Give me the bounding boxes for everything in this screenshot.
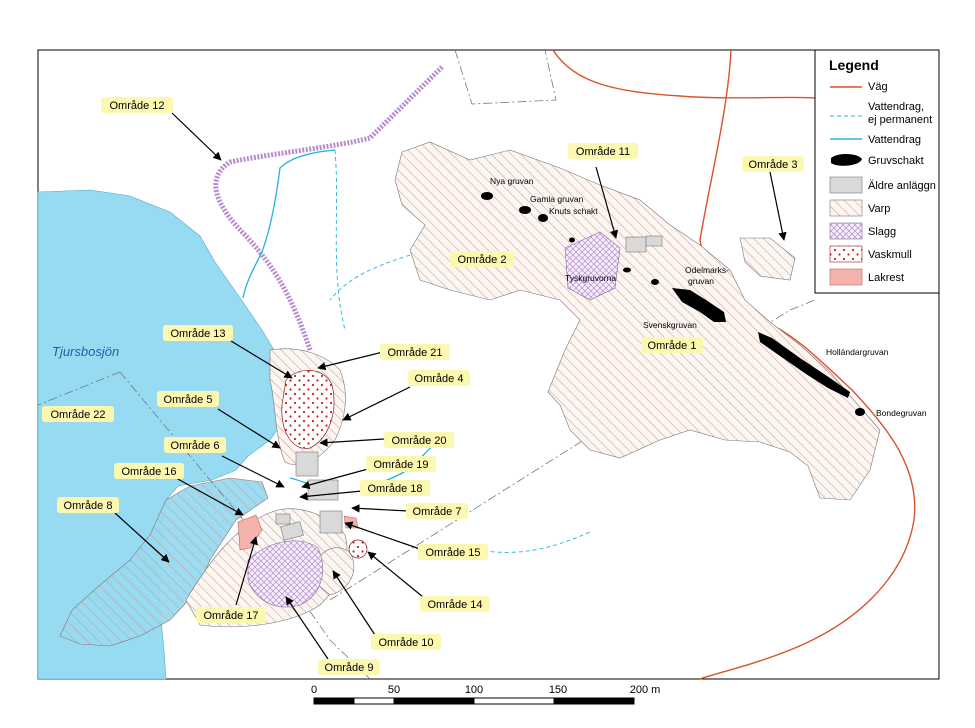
label-arrows xyxy=(114,112,787,660)
area-label-15: Område 15 xyxy=(418,544,488,560)
svg-text:Område 11: Område 11 xyxy=(576,146,630,158)
legend-label-intermittent-2: ej permanent xyxy=(868,114,932,126)
legend-title: Legend xyxy=(829,57,879,73)
area-label-19: Område 19 xyxy=(366,456,436,472)
svg-text:Område 9: Område 9 xyxy=(325,662,374,674)
area-label-14: Område 14 xyxy=(420,596,490,612)
scale-tick-50: 50 xyxy=(388,684,400,696)
area-label-16: Område 16 xyxy=(114,463,184,479)
mine-label-hollandar: Holländargruvan xyxy=(826,347,889,357)
area-label-21: Område 21 xyxy=(380,344,450,360)
svg-text:Område 7: Område 7 xyxy=(413,506,462,518)
area-labels: Område 12 Område 11 Område 3 Område 2 Om… xyxy=(42,97,804,675)
svg-text:Område 18: Område 18 xyxy=(367,483,422,495)
legend-label-leach: Lakrest xyxy=(868,272,904,284)
legend-swatch-old-facility xyxy=(829,176,863,194)
area-label-13: Område 13 xyxy=(163,325,233,341)
svg-text:Område 15: Område 15 xyxy=(425,547,480,559)
svg-text:Område 8: Område 8 xyxy=(64,500,113,512)
svg-text:Område 4: Område 4 xyxy=(415,373,464,385)
area-label-20: Område 20 xyxy=(384,432,454,448)
svg-text:Område 5: Område 5 xyxy=(164,394,213,406)
svg-text:Område 21: Område 21 xyxy=(387,347,442,359)
svg-text:Område 17: Område 17 xyxy=(203,610,258,622)
area-label-5: Område 5 xyxy=(157,391,219,407)
legend-swatch-slag xyxy=(829,222,863,240)
lake-label: Tjursbosjön xyxy=(52,344,119,359)
legend-label-varp: Varp xyxy=(868,203,890,215)
road-network xyxy=(552,49,916,680)
svg-text:Område 13: Område 13 xyxy=(170,328,225,340)
mine-label-odelmarks-1: Odelmarks- xyxy=(685,265,729,275)
mine-label-gamla: Gamla gruvan xyxy=(530,194,584,204)
svg-text:Område 16: Område 16 xyxy=(121,466,176,478)
mine-label-tysk: Tyskgruvorna xyxy=(565,273,616,283)
area-label-10: Område 10 xyxy=(371,634,441,650)
area-label-3: Område 3 xyxy=(742,156,804,172)
svg-text:Område 14: Område 14 xyxy=(427,599,482,611)
area-label-9: Område 9 xyxy=(318,659,380,675)
area-label-18: Område 18 xyxy=(360,480,430,496)
scale-tick-150: 150 xyxy=(549,684,567,696)
vaskmull-areas xyxy=(281,369,368,559)
legend-label-shaft: Gruvschakt xyxy=(868,155,924,167)
mine-label-nya: Nya gruvan xyxy=(490,176,534,186)
area-label-8: Område 8 xyxy=(57,497,119,513)
area-label-12: Område 12 xyxy=(101,97,173,113)
legend-swatch-leach xyxy=(829,268,863,286)
area-label-11: Område 11 xyxy=(568,143,638,159)
legend-label-vaskmull: Vaskmull xyxy=(868,249,912,261)
scale-tick-200: 200 m xyxy=(630,684,661,696)
old-facilities xyxy=(275,235,663,541)
svg-text:Område 6: Område 6 xyxy=(171,440,220,452)
legend-label-stream: Vattendrag xyxy=(868,134,921,146)
legend-swatch-shaft xyxy=(831,153,862,166)
legend-label-road: Väg xyxy=(868,81,888,93)
area-label-22: Område 22 xyxy=(42,406,114,422)
svg-text:Område 10: Område 10 xyxy=(378,637,433,649)
area-label-7: Område 7 xyxy=(406,503,468,519)
mine-label-knuts: Knuts schakt xyxy=(549,206,598,216)
svg-text:Område 22: Område 22 xyxy=(50,409,105,421)
svg-text:Område 12: Område 12 xyxy=(109,100,164,112)
slag-areas xyxy=(247,231,621,608)
svg-text:Område 20: Område 20 xyxy=(391,435,446,447)
legend-swatch-vaskmull xyxy=(829,245,863,263)
area-label-4: Område 4 xyxy=(408,370,470,386)
legend-label-intermittent-1: Vattendrag, xyxy=(868,101,924,113)
scale-tick-100: 100 xyxy=(465,684,483,696)
scale-bar: 0 50 100 150 200 m xyxy=(311,684,661,705)
legend-label-old-facility: Äldre anläggn xyxy=(868,180,936,192)
legend-label-slag: Slagg xyxy=(868,226,896,238)
mine-shafts xyxy=(481,192,865,416)
svg-text:Område 2: Område 2 xyxy=(458,254,507,266)
svg-text:Område 3: Område 3 xyxy=(749,159,798,171)
legend-swatch-varp xyxy=(829,199,863,217)
area-label-17: Område 17 xyxy=(196,607,266,623)
mine-label-odelmarks-2: gruvan xyxy=(688,276,714,286)
svg-text:Område 19: Område 19 xyxy=(373,459,428,471)
area-label-1: Område 1 xyxy=(641,337,703,353)
scale-tick-0: 0 xyxy=(311,684,317,696)
mine-label-svensk: Svenskgruvan xyxy=(643,320,697,330)
svg-text:Område 1: Område 1 xyxy=(648,340,697,352)
legend: Legend Väg Vattendrag, ej permanent Vatt… xyxy=(814,49,940,294)
area-label-6: Område 6 xyxy=(164,437,226,453)
mine-labels: Nya gruvan Gamla gruvan Knuts schakt Tys… xyxy=(490,176,927,418)
area-label-2: Område 2 xyxy=(450,251,514,267)
mine-label-bonde: Bondegruvan xyxy=(876,408,927,418)
